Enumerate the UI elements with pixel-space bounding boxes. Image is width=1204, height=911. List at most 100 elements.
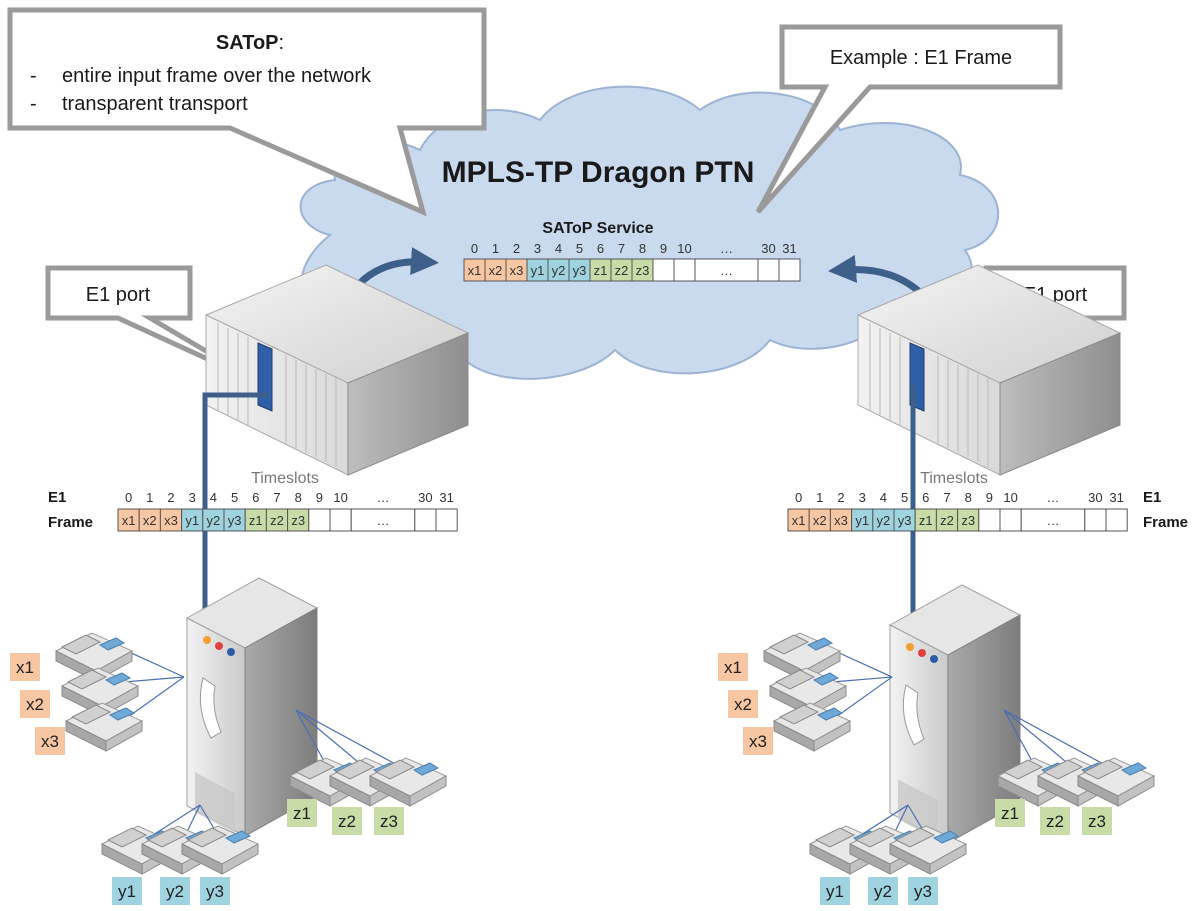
right-frame-cell-label: z2 [940,513,954,528]
label-z2-box [332,807,362,835]
cloud-frame-slot-index: 30 [761,241,775,256]
left-frame-cell-label: x3 [164,513,178,528]
left-frame-cell-label: z3 [291,513,305,528]
pbx-led-blue-left [227,648,235,656]
cloud-frame-slot-index: 1 [492,241,499,256]
left-frame-cell-label: z1 [249,513,263,528]
label-z1: z1 [293,804,311,823]
cloud-frame-cell-label: … [720,263,733,278]
satop-callout-title: SAToP: [216,32,284,54]
rack-slots-left [217,323,337,467]
cloud-frame-slot-index: 8 [639,241,646,256]
cloud-frame-slot-index: 6 [597,241,604,256]
left-frame-slot-index: 30 [418,490,432,505]
satop-title-colon: : [279,32,285,54]
phone-wire [1003,709,1119,773]
label-y1: y1 [118,882,136,901]
e1-frame-label-right-line1: E1 [1143,489,1161,506]
timeslots-label-right: Timeslots [920,470,988,487]
label-x3: x3 [749,732,767,751]
left-frame-cell-label: x2 [143,513,157,528]
cloud-frame-cell-label: x3 [510,263,524,278]
satop-line-2: transparent transport [62,93,248,115]
ptn-rack-left [204,264,470,476]
label-y2: y2 [166,882,184,901]
phone-y3 [180,825,260,875]
pbx-led-orange-right [906,643,914,651]
cloud-frame-cell-label: z1 [594,263,608,278]
pbx-led-red-right [918,649,926,657]
label-z3: z3 [1088,812,1106,831]
cloud-frame-cell-label: x2 [489,263,503,278]
left-frame-slot-index: 8 [295,490,302,505]
rack-slots-right [869,323,989,467]
cloud-frame-cell [757,258,780,282]
label-y3: y3 [206,882,224,901]
satop-callout-border [7,7,487,217]
left-frame-cell [308,508,331,532]
left-frame-slot-index: 10 [333,490,347,505]
cloud-frame-cell-label: z3 [636,263,650,278]
right-frame-cell-label: … [1047,513,1060,528]
label-z2-box [1040,807,1070,835]
left-frame-cell-label: x1 [122,513,136,528]
right-frame-cell-label: y3 [898,513,912,528]
left-frame-cell-label: … [377,513,390,528]
example-callout-text: Example : E1 Frame [830,47,1012,69]
phone-z3 [1076,757,1156,807]
cloud-frame-slot-index: 5 [576,241,583,256]
left-frame-slot-index: 4 [210,490,217,505]
satop-line-1: entire input frame over the network [62,65,372,87]
cloud-frame-slot-index: 3 [534,241,541,256]
right-frame-cell-label: z3 [961,513,975,528]
pbx-phone-icon-right [902,684,925,746]
label-y1-box [820,877,850,905]
cloud-frame-slot-index: 0 [471,241,478,256]
right-frame-slot-index: 2 [837,490,844,505]
left-frame-cell-label: y2 [207,513,221,528]
pbx-led-red-left [215,642,223,650]
pbx-led-blue-right [930,655,938,663]
cloud-title: MPLS-TP Dragon PTN [442,156,755,189]
left-frame-cell [329,508,352,532]
phone-wire [127,676,185,718]
label-x1: x1 [16,658,34,677]
pbx-tower-left [185,577,319,837]
right-frame-cell-label: x1 [792,513,806,528]
cloud-frame-cell [778,258,801,282]
label-z3-box [374,807,404,835]
left-frame-cell-label: y3 [228,513,242,528]
left-frame-slot-index: … [377,490,390,505]
left-frame-slot-index: 6 [252,490,259,505]
left-frame-slot-index: 3 [189,490,196,505]
right-frame-cell-label: y1 [855,513,869,528]
label-y2-box [868,877,898,905]
label-x1-box [718,653,748,681]
left-frame-slot-index: 2 [167,490,174,505]
label-x2-box [20,690,50,718]
e1-port-module-left [257,342,273,412]
phone-y3 [888,825,968,875]
example-callout-border [755,24,1063,214]
pbx-led-orange-left [203,636,211,644]
left-frame-cell-label: z2 [270,513,284,528]
right-frame-slot-index: 8 [965,490,972,505]
left-frame-slot-index: 0 [125,490,132,505]
cloud-frame-slot-index: 2 [513,241,520,256]
right-frame-cell [999,508,1022,532]
label-y2-box [160,877,190,905]
label-x3-box [35,727,65,755]
cloud-frame-cell [652,258,675,282]
phone-x3 [64,702,144,752]
cloud-frame-cell-label: y3 [573,263,587,278]
label-z1-box [995,799,1025,827]
left-frame-slot-index: 1 [146,490,153,505]
label-y3-box [908,877,938,905]
satop-bullet-2: - [30,93,37,115]
